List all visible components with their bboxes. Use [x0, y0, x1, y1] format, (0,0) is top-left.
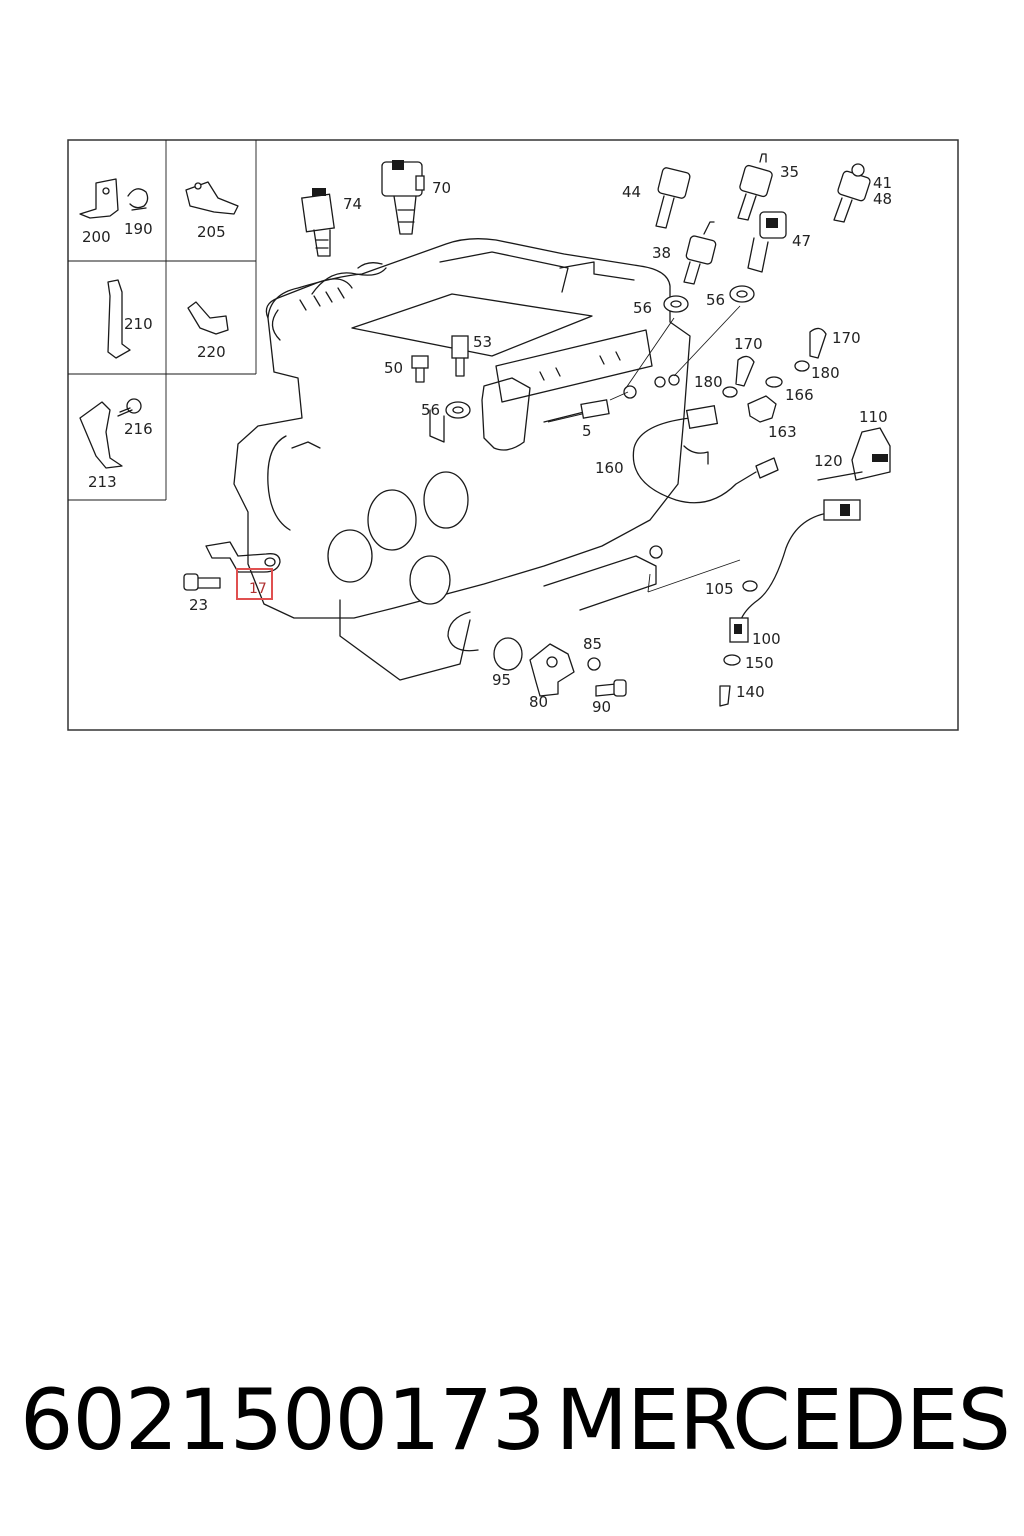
callout-170-left: 170	[734, 335, 763, 353]
clip-190	[127, 188, 149, 211]
callout-74: 74	[343, 195, 362, 213]
intake-hose	[265, 262, 387, 341]
washer-85	[587, 657, 601, 671]
inset-panels	[68, 140, 257, 501]
callout-53: 53	[473, 333, 492, 351]
callout-140: 140	[736, 683, 765, 701]
sensor-53	[451, 335, 469, 377]
bracket-220	[187, 301, 229, 335]
callout-70: 70	[432, 179, 451, 197]
sensor-44	[655, 167, 691, 229]
callout-150: 150	[745, 654, 774, 672]
sensor-5	[543, 399, 610, 423]
callout-41: 41	[873, 174, 892, 192]
inset-label-190: 190	[124, 220, 153, 238]
callout-56-right: 56	[706, 291, 725, 309]
callout-105: 105	[705, 580, 734, 598]
sensor-cable-100	[729, 499, 861, 643]
callout-100: 100	[752, 630, 781, 648]
callout-5: 5	[582, 422, 592, 440]
callout-120: 120	[814, 452, 843, 470]
bolt-170a	[735, 355, 755, 387]
bracket-213	[79, 401, 123, 469]
callout-166: 166	[785, 386, 814, 404]
diagram-frame	[67, 139, 959, 731]
callout-47: 47	[792, 232, 811, 250]
seal-ring-56b	[729, 285, 755, 303]
bolt-90	[595, 679, 627, 697]
seal-ring-56c	[445, 401, 471, 419]
inset-label-213: 213	[88, 473, 117, 491]
bolt-170b	[809, 327, 827, 359]
o-ring-95	[493, 637, 523, 671]
bracket-200	[79, 178, 119, 219]
washer-180b	[794, 360, 810, 372]
connector-74	[301, 188, 335, 257]
bolt-216	[117, 398, 142, 417]
engine-block	[233, 238, 691, 681]
sensor-cable-160	[632, 404, 779, 504]
housing-80	[529, 643, 575, 697]
callout-44: 44	[622, 183, 641, 201]
highlight-box	[236, 568, 273, 600]
sensor-47	[747, 211, 787, 273]
callout-90: 90	[592, 698, 611, 716]
bracket-205	[185, 181, 239, 215]
callout-17-highlighted: 17	[249, 581, 267, 597]
callout-160: 160	[595, 459, 624, 477]
washer-180a	[722, 386, 738, 398]
callout-80: 80	[529, 693, 548, 711]
caption: 6021500173 MERCEDES	[20, 1365, 1011, 1475]
callout-35: 35	[780, 163, 799, 181]
callout-180-right: 180	[811, 364, 840, 382]
plug-50	[411, 355, 429, 383]
inset-label-210: 210	[124, 315, 153, 333]
callout-56-lower: 56	[421, 401, 440, 419]
callout-180-left: 180	[694, 373, 723, 391]
inset-label-200: 200	[82, 228, 111, 246]
sensor-35	[737, 153, 773, 221]
sensor-70	[381, 160, 425, 235]
callout-170-right: 170	[832, 329, 861, 347]
sensor-38	[683, 221, 717, 285]
callout-23: 23	[189, 596, 208, 614]
sensor-163	[747, 395, 777, 423]
bolt-23	[183, 573, 221, 591]
washer-105	[742, 580, 758, 592]
bracket-110	[851, 427, 891, 481]
pin-120	[817, 471, 863, 481]
washer-166	[765, 376, 783, 388]
callout-48: 48	[873, 190, 892, 208]
callout-110: 110	[859, 408, 888, 426]
bolt-140	[719, 685, 731, 707]
callout-56-left: 56	[633, 299, 652, 317]
inset-label-220: 220	[197, 343, 226, 361]
callout-38: 38	[652, 244, 671, 262]
bracket-17	[205, 541, 281, 573]
callout-85: 85	[583, 635, 602, 653]
inset-label-205: 205	[197, 223, 226, 241]
callout-163: 163	[768, 423, 797, 441]
washer-150	[723, 654, 741, 666]
inset-label-216: 216	[124, 420, 153, 438]
bracket-210	[107, 279, 131, 359]
part-number: 6021500173	[20, 1371, 545, 1469]
leader-lines	[547, 305, 741, 593]
seal-ring-56a	[663, 295, 689, 313]
callout-95: 95	[492, 671, 511, 689]
brand-name: MERCEDES	[555, 1371, 1011, 1469]
parts-diagram: 200 190 205 210 220 216 213 74 70 44 35 …	[67, 139, 959, 731]
sensor-41-48	[833, 163, 871, 223]
callout-50: 50	[384, 359, 403, 377]
